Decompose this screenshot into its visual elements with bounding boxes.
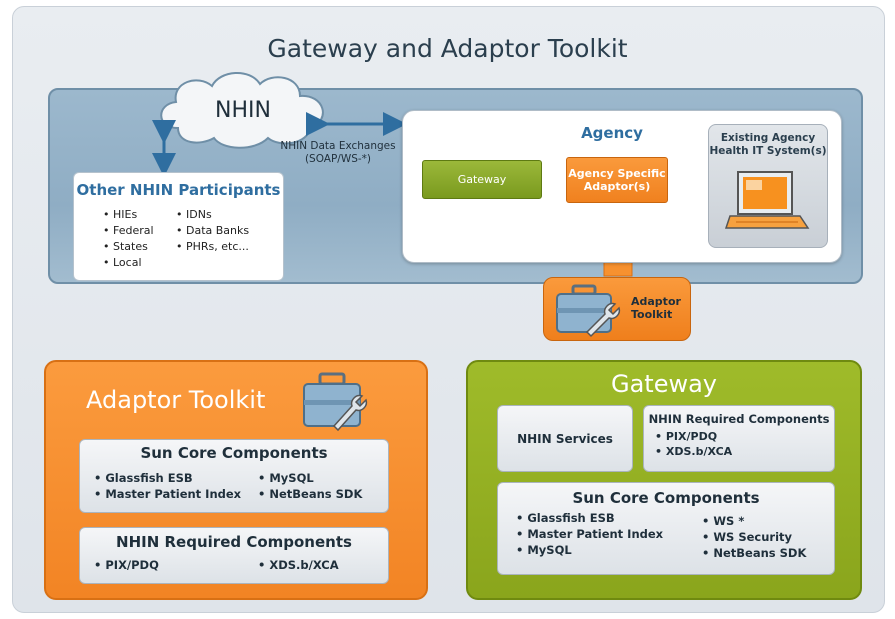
nhin-cloud <box>160 71 324 149</box>
participants-list-1: HIEsFederal StatesLocal <box>103 207 154 271</box>
gw-sun-core-list-1: Glassfish ESBMaster Patient IndexMySQL <box>516 510 663 558</box>
atk-sun-core-list-2: MySQLNetBeans SDK <box>258 470 362 502</box>
atk-nhin-required-list-1: PIX/PDQ <box>94 557 159 573</box>
nhin-data-exchanges-label: NHIN Data Exchanges(SOAP/WS-*) <box>280 140 396 165</box>
toolbox-wrench-icon <box>556 284 621 338</box>
agency-title: Agency <box>581 124 643 142</box>
gw-sun-core-list-2: WS *WS SecurityNetBeans SDK <box>702 513 806 561</box>
computer-icon <box>724 171 810 229</box>
atk-sun-core-title: Sun Core Components <box>140 444 328 462</box>
gw-nhin-required-title: NHIN Required Components <box>648 412 830 426</box>
nhin-cloud-label: NHIN <box>215 98 271 123</box>
adaptor-toolkit-title: Adaptor Toolkit <box>86 386 266 414</box>
agency-gateway-box: Gateway <box>422 160 542 199</box>
gw-nhin-required-list: PIX/PDQXDS.b/XCA <box>655 429 732 459</box>
nhin-services-label: NHIN Services <box>517 431 613 446</box>
atk-nhin-required-card <box>79 527 389 584</box>
toolbox-icon <box>303 372 368 432</box>
gw-sun-core-title: Sun Core Components <box>572 489 760 507</box>
gateway-title: Gateway <box>610 370 718 398</box>
atk-nhin-required-title: NHIN Required Components <box>116 533 352 551</box>
nhin-services-card: NHIN Services <box>497 405 633 472</box>
atk-sun-core-list-1: Glassfish ESBMaster Patient Index <box>94 470 241 502</box>
other-nhin-participants-title: Other NHIN Participants <box>76 181 281 199</box>
diagram-title: Gateway and Adaptor Toolkit <box>267 34 628 63</box>
participants-list-2: IDNsData Banks PHRs, etc... <box>176 207 249 255</box>
atk-nhin-required-list-2: XDS.b/XCA <box>258 557 338 573</box>
